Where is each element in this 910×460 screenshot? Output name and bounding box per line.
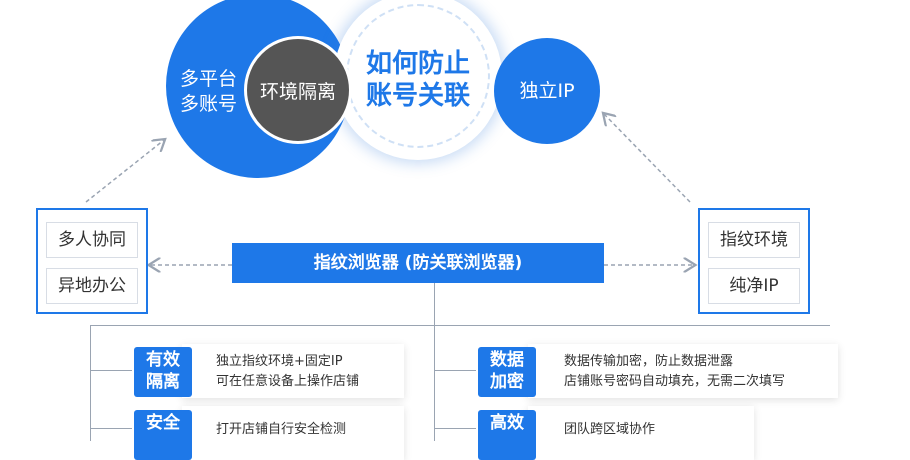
env-isolation-label: 环境隔离 xyxy=(259,81,336,103)
feature-badge: 有效 隔离 xyxy=(134,347,192,397)
feature-badge: 高效 xyxy=(478,410,536,460)
independent-ip-circle xyxy=(494,38,600,144)
multi-platform-line-2: 多账号 xyxy=(180,93,238,115)
arrow-left-up xyxy=(85,140,164,203)
right-box-item: 纯净IP xyxy=(708,268,800,304)
arrow-right-up xyxy=(604,114,691,203)
feature-card: 独立指纹环境+固定IP 可在任意设备上操作店铺 xyxy=(182,344,404,398)
left-box-item: 异地办公 xyxy=(46,268,138,304)
independent-ip-label: 独立IP xyxy=(519,80,575,102)
badge-line: 有效 xyxy=(146,350,180,370)
tree-left-trunk xyxy=(90,325,91,441)
feature-badge: 数据 加密 xyxy=(478,347,536,397)
center-title-line-2: 账号关联 xyxy=(365,81,470,111)
tree-right-tick xyxy=(434,428,476,429)
feature-line: 数据传输加密，防止数据泄露 xyxy=(564,354,734,369)
multi-platform-label: 多平台 多账号 xyxy=(180,67,237,117)
tree-branch xyxy=(90,325,830,326)
tree-left-tick xyxy=(90,370,132,371)
feature-line: 打开店铺自行安全检测 xyxy=(216,422,347,437)
feature-card: 打开店铺自行安全检测 xyxy=(182,406,404,460)
tree-right-tick xyxy=(434,370,476,371)
feature-card: 团队跨区域协作 xyxy=(528,406,754,460)
feature-line: 店铺账号密码自动填充，无需二次填写 xyxy=(564,374,786,389)
right-feature-box: 指纹环境 纯净IP xyxy=(698,208,810,314)
tree-right-trunk xyxy=(434,325,435,441)
badge-line: 加密 xyxy=(490,372,524,392)
right-box-item: 指纹环境 xyxy=(708,222,800,258)
feature-badge: 安全 xyxy=(134,410,192,460)
badge-line: 安全 xyxy=(146,413,180,433)
feature-line: 团队跨区域协作 xyxy=(564,422,656,437)
feature-line: 独立指纹环境+固定IP xyxy=(216,354,343,369)
multi-platform-line-1: 多平台 xyxy=(180,68,238,90)
env-isolation-circle xyxy=(244,36,352,144)
left-box-item: 多人协同 xyxy=(46,222,138,258)
badge-line: 高效 xyxy=(490,413,524,433)
connector-arrows xyxy=(85,0,910,441)
left-feature-box: 多人协同 异地办公 xyxy=(36,208,148,314)
tree-left-tick xyxy=(90,428,132,429)
fingerprint-browser-bar: 指纹浏览器 (防关联浏览器) xyxy=(232,243,604,283)
feature-card: 数据传输加密，防止数据泄露 店铺账号密码自动填充，无需二次填写 xyxy=(528,344,838,398)
feature-line: 可在任意设备上操作店铺 xyxy=(216,374,360,389)
badge-line: 数据 xyxy=(490,350,524,370)
center-title-line-1: 如何防止 xyxy=(365,49,470,79)
tree-stem xyxy=(434,283,435,325)
badge-line: 隔离 xyxy=(146,372,180,392)
center-title: 如何防止 账号关联 xyxy=(338,48,498,112)
